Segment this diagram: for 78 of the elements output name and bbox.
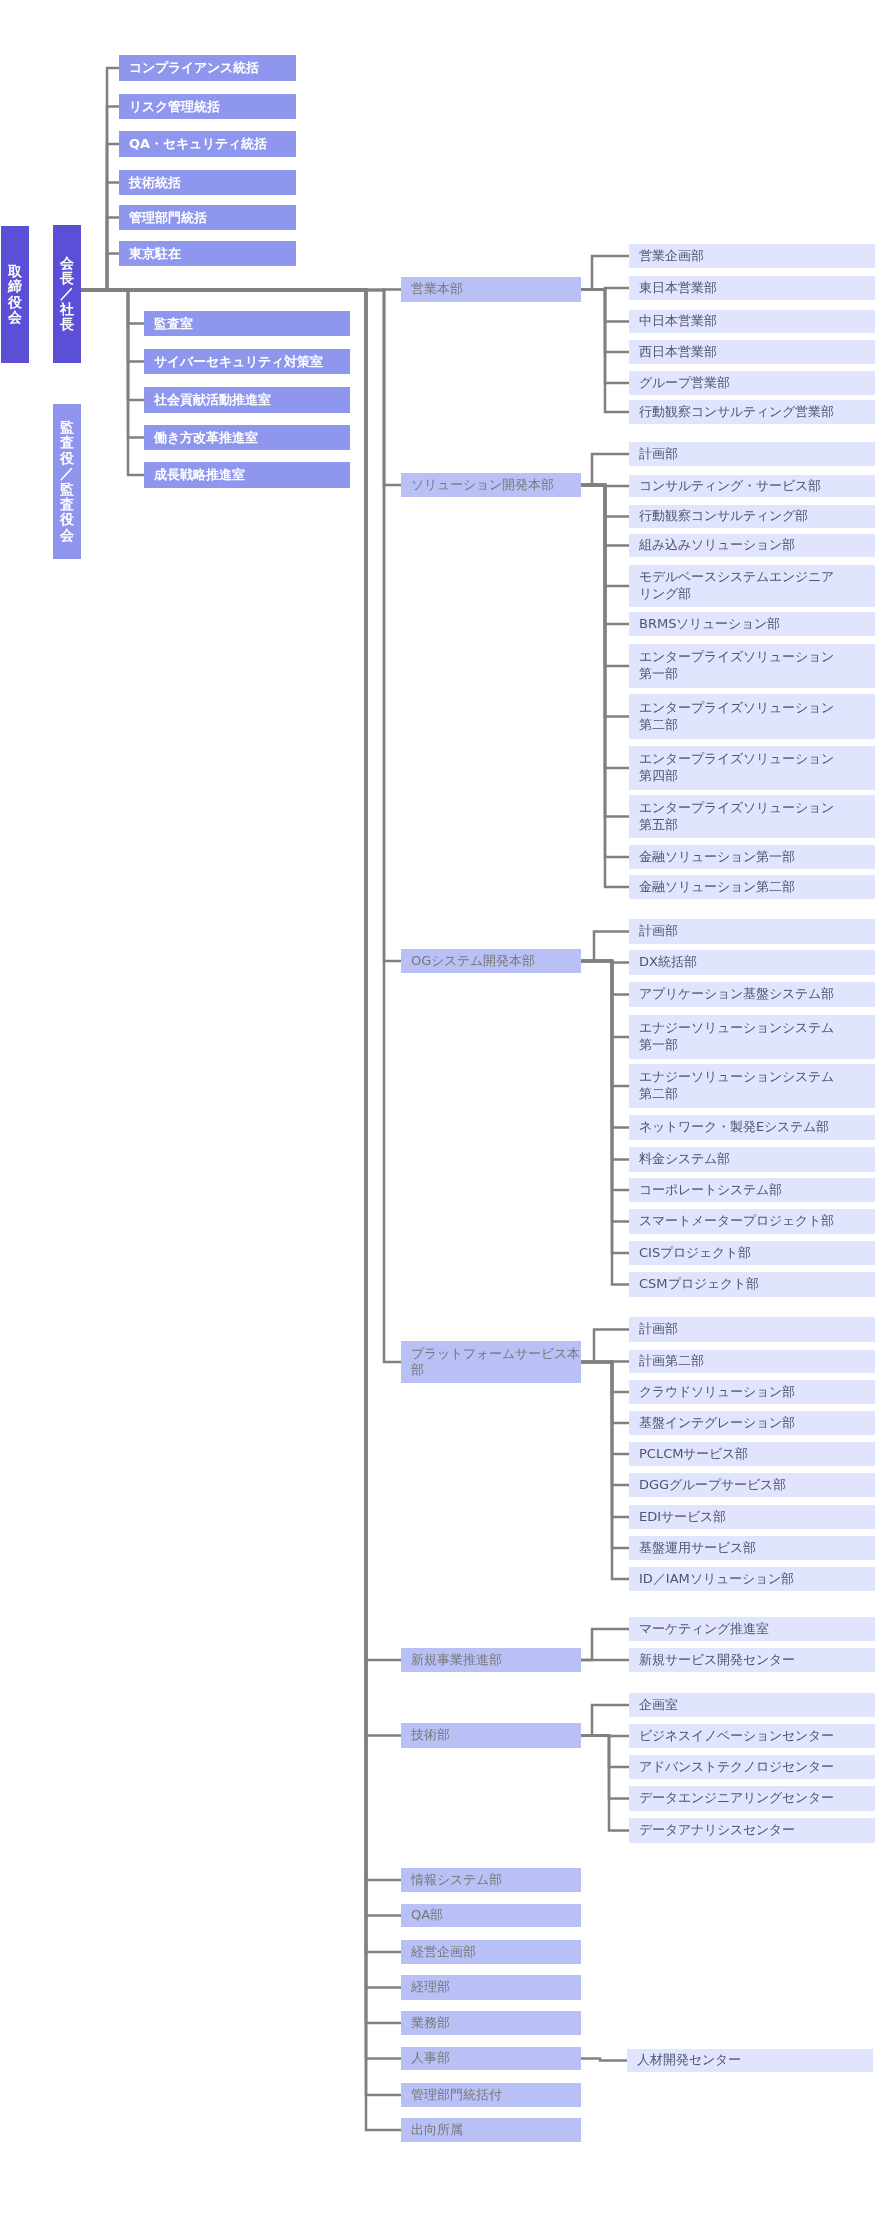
- department-box: エンタープライズソリューション第一部: [629, 644, 875, 688]
- division-box: 出向所属: [401, 2118, 581, 2142]
- department-box: 金融ソリューション第二部: [629, 875, 875, 899]
- department-box: 中日本営業部: [629, 310, 875, 333]
- staff-box: サイバーセキュリティ対策室: [144, 349, 350, 374]
- division-box: 新規事業推進部: [401, 1648, 581, 1672]
- department-box: 計画部: [629, 919, 875, 944]
- department-box: ビジネスイノベーションセンター: [629, 1724, 875, 1748]
- department-box: 金融ソリューション第一部: [629, 845, 875, 869]
- division-box: OGシステム開発本部: [401, 949, 581, 973]
- department-box: CSMプロジェクト部: [629, 1272, 875, 1297]
- division-box: QA部: [401, 1904, 581, 1927]
- department-box: DX統括部: [629, 950, 875, 975]
- department-box: ID／IAMソリューション部: [629, 1567, 875, 1591]
- staff-box: 成長戦略推進室: [144, 462, 350, 488]
- department-box: コンサルティング・サービス部: [629, 475, 875, 497]
- division-box: 業務部: [401, 2011, 581, 2035]
- department-box: 基盤運用サービス部: [629, 1536, 875, 1560]
- org-box: 監査役／監査役会: [53, 404, 81, 559]
- department-box: アドバンストテクノロジセンター: [629, 1755, 875, 1779]
- department-box: EDIサービス部: [629, 1505, 875, 1529]
- department-box: ネットワーク・製発Eシステム部: [629, 1115, 875, 1140]
- department-box: エンタープライズソリューション第四部: [629, 746, 875, 790]
- staff-box: 管理部門統括: [119, 205, 296, 230]
- department-box: 組み込みソリューション部: [629, 534, 875, 557]
- org-box: 取締役会: [1, 226, 29, 363]
- division-box: 管理部門統括付: [401, 2083, 581, 2107]
- department-box: 新規サービス開発センター: [629, 1648, 875, 1672]
- division-box: 経営企画部: [401, 1940, 581, 1964]
- department-box: 企画室: [629, 1693, 875, 1717]
- department-box: 計画部: [629, 1317, 875, 1342]
- division-box: 技術部: [401, 1723, 581, 1748]
- staff-box: コンプライアンス統括: [119, 55, 296, 81]
- staff-box: QA・セキュリティ統括: [119, 131, 296, 157]
- staff-box: 働き方改革推進室: [144, 425, 350, 450]
- department-box: 料金システム部: [629, 1147, 875, 1172]
- department-box: グループ営業部: [629, 371, 875, 395]
- department-box: 計画部: [629, 442, 875, 466]
- department-box: 行動観察コンサルティング営業部: [629, 400, 875, 424]
- department-box: BRMSソリューション部: [629, 612, 875, 636]
- department-box: 営業企画部: [629, 244, 875, 268]
- org-box: 会長／社長: [53, 225, 81, 363]
- connector-line: [581, 288, 629, 414]
- department-box: エナジーソリューションシステム第二部: [629, 1064, 875, 1108]
- department-box: マーケティング推進室: [629, 1617, 875, 1641]
- division-box: ソリューション開発本部: [401, 473, 581, 497]
- staff-box: リスク管理統括: [119, 94, 296, 119]
- connector-line: [581, 2057, 627, 2062]
- staff-box: 東京駐在: [119, 241, 296, 266]
- department-box: DGGグループサービス部: [629, 1473, 875, 1497]
- department-box: 計画第二部: [629, 1350, 875, 1373]
- division-box: 営業本部: [401, 277, 581, 302]
- department-box: エンタープライズソリューション第五部: [629, 795, 875, 838]
- department-box: エナジーソリューションシステム第一部: [629, 1015, 875, 1059]
- department-box: コーポレートシステム部: [629, 1178, 875, 1202]
- connector-line: [581, 1734, 629, 1832]
- department-box: 西日本営業部: [629, 340, 875, 364]
- division-box: 情報システム部: [401, 1868, 581, 1892]
- division-box: 人事部: [401, 2047, 581, 2070]
- department-box: 人材開発センター: [627, 2049, 873, 2072]
- department-box: PCLCMサービス部: [629, 1442, 875, 1466]
- department-box: データエンジニアリングセンター: [629, 1786, 875, 1811]
- department-box: アプリケーション基盤システム部: [629, 982, 875, 1007]
- department-box: CISプロジェクト部: [629, 1241, 875, 1265]
- division-box: プラットフォームサービス本部: [401, 1341, 581, 1383]
- staff-box: 監査室: [144, 311, 350, 336]
- connector-line: [581, 1658, 629, 1662]
- department-box: スマートメータープロジェクト部: [629, 1209, 875, 1234]
- department-box: データアナリシスセンター: [629, 1818, 875, 1843]
- department-box: 基盤インテグレーション部: [629, 1411, 875, 1435]
- division-box: 経理部: [401, 1975, 581, 2000]
- department-box: モデルベースシステムエンジニアリング部: [629, 565, 875, 607]
- department-box: エンタープライズソリューション第二部: [629, 694, 875, 739]
- department-box: 東日本営業部: [629, 276, 875, 300]
- staff-box: 技術統括: [119, 170, 296, 195]
- department-box: 行動観察コンサルティング部: [629, 505, 875, 528]
- department-box: クラウドソリューション部: [629, 1380, 875, 1404]
- staff-box: 社会貢献活動推進室: [144, 387, 350, 413]
